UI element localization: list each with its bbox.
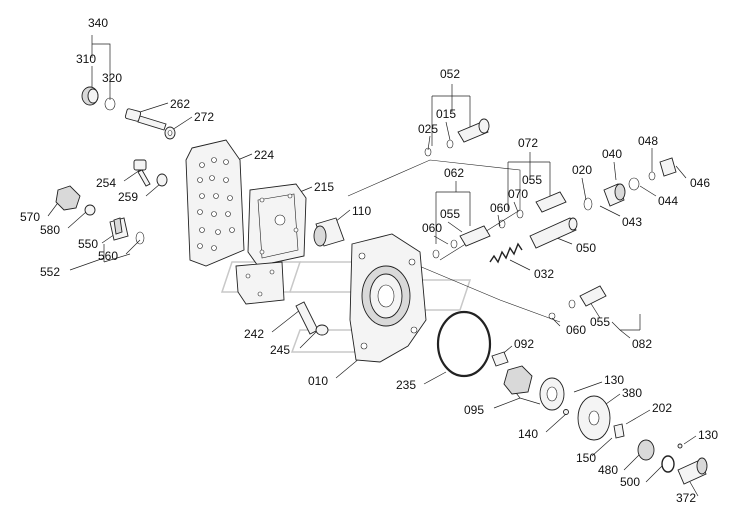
- label-070: 070: [508, 187, 528, 201]
- part-oring-560: [135, 231, 145, 245]
- part-valve-082: [548, 285, 607, 320]
- part-seal-048: [648, 171, 656, 181]
- part-shaft-372: [677, 457, 708, 485]
- label-060-left: 060: [422, 221, 442, 235]
- part-bolt-262: [124, 108, 167, 131]
- part-bolt-245: [295, 301, 329, 336]
- label-310: 310: [76, 52, 96, 66]
- label-550: 550: [78, 237, 98, 251]
- label-245: 245: [270, 343, 290, 357]
- part-spring-032: [489, 242, 523, 264]
- part-spool-050: [529, 217, 578, 249]
- part-sleeve-110: [313, 217, 345, 247]
- label-060-lower: 060: [566, 323, 586, 337]
- part-fitting-550: [109, 217, 129, 241]
- label-570: 570: [20, 210, 40, 224]
- label-092: 092: [514, 337, 534, 351]
- label-043: 043: [622, 215, 642, 229]
- part-bolt-254: [133, 159, 151, 187]
- part-plate-224: [185, 139, 245, 267]
- label-320: 320: [102, 71, 122, 85]
- label-560: 560: [98, 249, 118, 263]
- label-010: 010: [308, 374, 328, 388]
- label-055-upper: 055: [522, 173, 542, 187]
- label-052: 052: [440, 67, 460, 81]
- label-095: 095: [464, 403, 484, 417]
- label-140: 140: [518, 427, 538, 441]
- part-gasket-215: [247, 183, 307, 267]
- part-bolt-202: [613, 423, 625, 439]
- label-062: 062: [444, 166, 464, 180]
- part-labels: 340 310 320 262 272 224 254 259 570 580 …: [20, 16, 718, 505]
- part-plug-040: [603, 183, 626, 207]
- label-015: 015: [436, 107, 456, 121]
- part-housing-010: [349, 233, 427, 363]
- label-032: 032: [534, 267, 554, 281]
- label-372: 372: [676, 491, 696, 505]
- label-060-right: 060: [490, 201, 510, 215]
- part-oring-320: [104, 97, 116, 111]
- label-254: 254: [96, 176, 116, 190]
- part-bearing-480: [637, 439, 655, 461]
- label-082: 082: [632, 337, 652, 351]
- label-340: 340: [88, 16, 108, 30]
- label-202: 202: [652, 401, 672, 415]
- label-040: 040: [602, 147, 622, 161]
- label-215: 215: [314, 180, 334, 194]
- label-130-upper: 130: [604, 373, 624, 387]
- part-valve-072: [498, 191, 567, 229]
- label-580: 580: [40, 223, 60, 237]
- part-pin-140: [563, 409, 569, 415]
- part-oring-235: [436, 310, 492, 378]
- label-046: 046: [690, 176, 710, 190]
- label-259: 259: [118, 190, 138, 204]
- part-plug-046: [659, 157, 677, 177]
- part-seals-015-025: [424, 139, 454, 157]
- label-048: 048: [638, 134, 658, 148]
- part-pin-130: [677, 443, 683, 449]
- label-055-lower: 055: [590, 315, 610, 329]
- label-044: 044: [658, 194, 678, 208]
- part-cap-310: [81, 86, 99, 106]
- label-025: 025: [418, 122, 438, 136]
- label-242: 242: [244, 327, 264, 341]
- part-nut-570: [55, 185, 81, 211]
- label-050: 050: [576, 241, 596, 255]
- part-valve-062: [432, 225, 491, 259]
- label-500: 500: [620, 475, 640, 489]
- label-110: 110: [352, 204, 371, 218]
- part-washer-259: [156, 173, 168, 187]
- label-055-mid: 055: [440, 207, 460, 221]
- label-380: 380: [622, 386, 642, 400]
- label-020: 020: [572, 163, 592, 177]
- part-seal-044: [628, 177, 640, 191]
- label-262: 262: [170, 97, 190, 111]
- label-480: 480: [598, 463, 618, 477]
- part-gears-095: [503, 365, 565, 411]
- part-plug-092: [491, 351, 509, 367]
- label-072: 072: [518, 136, 538, 150]
- label-224: 224: [254, 148, 274, 162]
- part-cover-380: [577, 395, 611, 441]
- part-gasket-242: [235, 261, 285, 305]
- part-valve-052: [457, 118, 490, 143]
- label-552: 552: [40, 265, 60, 279]
- label-272: 272: [194, 110, 214, 124]
- label-235: 235: [396, 378, 416, 392]
- part-ball-580: [84, 204, 96, 216]
- part-washer-272: [164, 126, 176, 140]
- label-130-lower: 130: [698, 428, 718, 442]
- part-seal-020: [583, 197, 593, 211]
- part-ring-500: [661, 455, 675, 473]
- label-150: 150: [576, 451, 596, 465]
